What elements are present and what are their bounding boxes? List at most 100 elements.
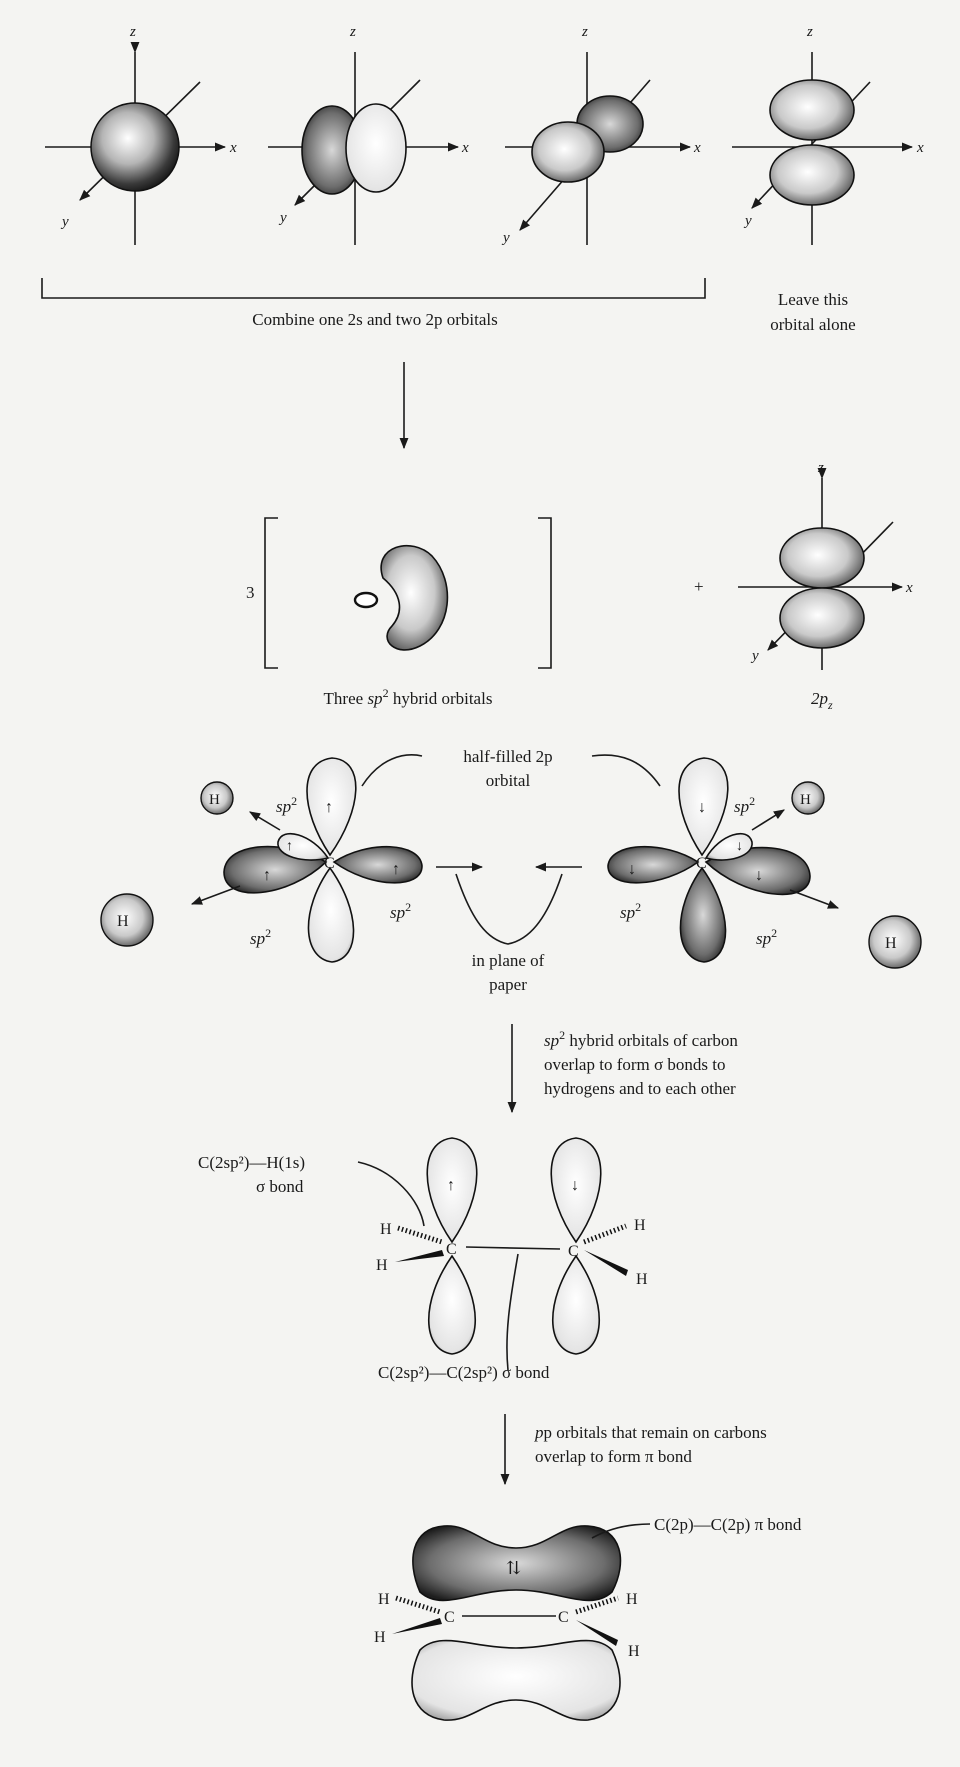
wedge-bond bbox=[392, 1618, 442, 1634]
wedge-bond bbox=[395, 1250, 444, 1262]
p-lobe-up bbox=[306, 757, 357, 857]
half-filled-label-1: half-filled 2p bbox=[463, 747, 552, 766]
hashed-bond bbox=[397, 1225, 443, 1245]
half-filled-callout bbox=[361, 754, 423, 787]
hydrogen-label: H bbox=[636, 1271, 648, 1288]
spin-down: ↓ bbox=[698, 799, 706, 816]
carbon-right-sp2: C ↓ ↓ ↓ ↓ sp2 sp2 sp2 bbox=[607, 757, 840, 963]
cc-sigma-bond bbox=[465, 1246, 561, 1250]
bond-arrow bbox=[190, 885, 241, 905]
axis-x-label: x bbox=[905, 580, 913, 596]
2s-sphere bbox=[90, 102, 180, 192]
hydrogen-label: H bbox=[117, 913, 129, 930]
pz-caption: 2pz bbox=[811, 689, 833, 712]
axis-y-label: y bbox=[743, 213, 752, 229]
axis-y-label: y bbox=[278, 210, 287, 226]
hydrogen-label: H bbox=[374, 1629, 386, 1646]
hydrogen-label: H bbox=[209, 792, 220, 808]
sp2-label: sp2 bbox=[620, 900, 641, 922]
hashed-bond bbox=[575, 1595, 619, 1615]
cc-bond-callout bbox=[506, 1253, 519, 1371]
pz-lobe-bottom bbox=[769, 144, 855, 206]
electron-pair: ⇅ bbox=[506, 1558, 521, 1578]
bracket-left bbox=[264, 517, 278, 669]
hydrogen-atom bbox=[100, 893, 154, 947]
pz-lobe-bottom bbox=[779, 587, 865, 649]
orbital-2py: z x y bbox=[501, 24, 701, 246]
hashed-bond bbox=[583, 1223, 627, 1245]
combine-caption: Combine one 2s and two 2p orbitals bbox=[252, 310, 498, 329]
orbital-2pz-remaining: z x y 2pz bbox=[738, 460, 913, 712]
carbon-label: C bbox=[444, 1609, 455, 1626]
combine-bracket bbox=[41, 278, 706, 299]
carbon-left-sp2: C ↑ ↑ ↑ ↑ sp2 sp2 sp2 bbox=[190, 757, 423, 963]
hydrogen-atom bbox=[200, 781, 234, 815]
sp2-label: sp2 bbox=[250, 926, 271, 948]
bond-arrow bbox=[751, 809, 785, 831]
spin-down: ↓ bbox=[571, 1177, 579, 1194]
spin-up: ↑ bbox=[447, 1177, 455, 1194]
hydrogen-label: H bbox=[800, 792, 811, 808]
hydrogen-atom bbox=[868, 915, 922, 969]
hydrogen-label: H bbox=[376, 1257, 388, 1274]
bond-arrow bbox=[789, 889, 840, 909]
axis-z-label: z bbox=[581, 24, 588, 40]
hydrogen-atom bbox=[791, 781, 825, 815]
hydrogen-label: H bbox=[628, 1643, 640, 1660]
py-lobe-front bbox=[531, 121, 605, 183]
carbon-label: C bbox=[558, 1609, 569, 1626]
hashed-bond bbox=[395, 1595, 441, 1615]
plane-curve bbox=[455, 873, 563, 945]
sp2-label: sp2 bbox=[756, 926, 777, 948]
axis-y-label: y bbox=[501, 230, 510, 246]
plus-sign: + bbox=[694, 577, 704, 596]
p-lobe-up bbox=[678, 757, 729, 857]
p-lobe-down bbox=[307, 866, 355, 963]
sp2-lobe-right bbox=[332, 845, 423, 884]
spin-up: ↑ bbox=[325, 799, 333, 816]
cc-bond-label: C(2sp²)—C(2sp²) σ bond bbox=[378, 1363, 550, 1382]
carbon-label: C bbox=[324, 855, 335, 872]
p-lobe-down bbox=[679, 866, 727, 963]
p-lobe-up-right bbox=[550, 1137, 602, 1244]
pz-lobe-top bbox=[769, 79, 855, 141]
pi-bond-structure: ⇅ C C H H H H bbox=[374, 1525, 640, 1721]
sp2-lobe-left bbox=[607, 845, 700, 884]
step2-line1: pp orbitals that remain on carbons bbox=[534, 1423, 767, 1442]
sp2-label: sp2 bbox=[276, 794, 297, 816]
spin-up: ↑ bbox=[263, 867, 271, 884]
sigma-framework: ↑ ↓ C C H H H H bbox=[376, 1137, 648, 1355]
ch-bond-callout bbox=[357, 1161, 425, 1227]
leave-caption-line1: Leave this bbox=[778, 290, 848, 309]
sp2-small-lobe bbox=[353, 591, 379, 609]
axis-x-label: x bbox=[461, 140, 469, 156]
leave-caption-line2: orbital alone bbox=[770, 315, 855, 334]
multiplier-3: 3 bbox=[246, 583, 255, 602]
axis-y-label: y bbox=[60, 214, 69, 230]
spin-down: ↓ bbox=[628, 861, 636, 878]
hydrogen-label: H bbox=[885, 935, 897, 952]
sp2-hybrid-group: 3 Three sp2 hybrid orbitals bbox=[246, 517, 552, 708]
sp2-label: sp2 bbox=[390, 900, 411, 922]
step2-line2: overlap to form π bond bbox=[535, 1447, 692, 1466]
hydrogen-label: H bbox=[634, 1217, 646, 1234]
spin-up: ↑ bbox=[286, 839, 293, 854]
wedge-bond bbox=[576, 1620, 618, 1646]
in-plane-label-2: paper bbox=[489, 975, 527, 994]
axis-x-label: x bbox=[229, 140, 237, 156]
ch-bond-label-1: C(2sp²)—H(1s) bbox=[198, 1153, 305, 1172]
sp2-caption: Three sp2 hybrid orbitals bbox=[324, 686, 493, 708]
sp2-large-lobe bbox=[380, 544, 449, 651]
axis-z-label: z bbox=[349, 24, 356, 40]
step1-line2: overlap to form σ bonds to bbox=[544, 1055, 726, 1074]
half-filled-label-2: orbital bbox=[486, 771, 531, 790]
pi-bond-label: C(2p)—C(2p) π bond bbox=[654, 1515, 802, 1534]
axis-z-label: z bbox=[129, 24, 136, 40]
bond-arrow bbox=[249, 811, 281, 831]
half-filled-callout bbox=[591, 754, 661, 787]
p-lobe-up-left bbox=[426, 1137, 478, 1244]
ch-bond-label-2: σ bond bbox=[256, 1177, 304, 1196]
spin-up: ↑ bbox=[392, 861, 400, 878]
p-lobe-down-right bbox=[551, 1254, 601, 1355]
